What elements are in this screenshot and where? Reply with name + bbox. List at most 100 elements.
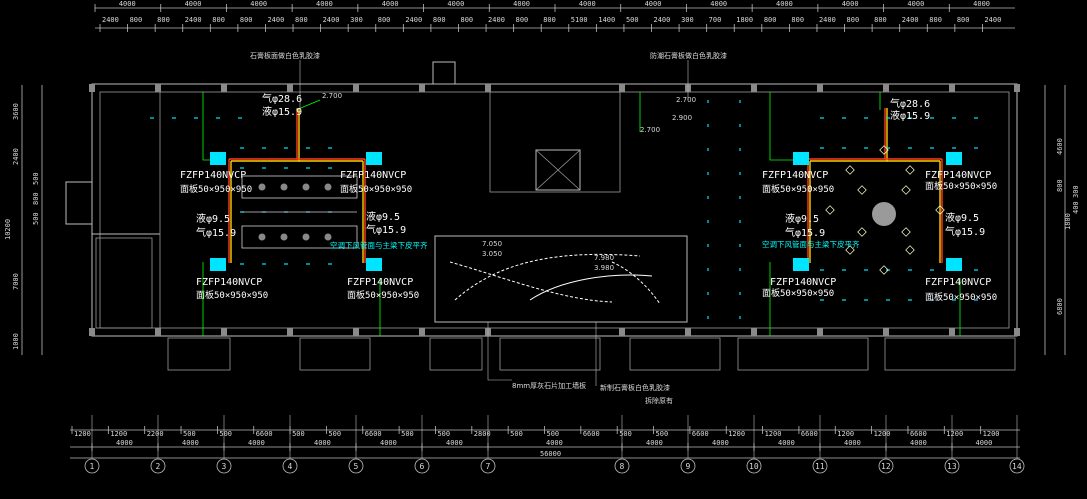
pipe-labels: 气φ28.6 液φ15.9 液φ9.5 气φ15.9 液φ9.5 气φ15.9 … (196, 92, 985, 239)
axis-bubble (84, 458, 100, 474)
top-dim: 800 (460, 16, 473, 24)
bottom-dim: 1200 (728, 430, 745, 438)
unit-panel: 面板50×950×950 (196, 289, 268, 301)
bottom-dim: 1200 (110, 430, 127, 438)
refrigerant-pipes-left (228, 108, 366, 263)
top-dim: 4000 (645, 0, 662, 8)
left-dim: 2400 (12, 148, 20, 165)
unit-model: FZFP140NVCP (347, 277, 413, 288)
total-dimension: 56000 (540, 450, 561, 458)
bottom-dim: 6600 (692, 430, 709, 438)
bottom-dim: 4000 (778, 439, 795, 447)
top-dim: 4000 (185, 0, 202, 8)
indoor-unit-icon (793, 258, 809, 271)
note-top-left: 石膏板面做白色乳胶漆 (250, 51, 320, 60)
top-dim: 1800 (736, 16, 753, 24)
axis-bubble (1009, 458, 1025, 474)
unit-panel: 面板50×950×950 (180, 183, 252, 195)
bottom-dim: 4000 (380, 439, 397, 447)
structural-columns (89, 84, 1020, 336)
unit-panel: 面板50×950×950 (340, 183, 412, 195)
bottom-dim: 1200 (946, 430, 963, 438)
indoor-unit-icon (210, 152, 226, 165)
bottom-dim: 500 (328, 430, 341, 438)
axis-label: 10 (749, 462, 759, 471)
bottom-dim: 500 (619, 430, 632, 438)
indoor-unit-icon (946, 258, 962, 271)
pipe-size: 气φ28.6 (262, 92, 302, 105)
top-dim: 2400 (654, 16, 671, 24)
top-dim: 4000 (907, 0, 924, 8)
axis-bubble (944, 458, 960, 474)
indoor-unit-icon (366, 152, 382, 165)
top-dim: 4000 (447, 0, 464, 8)
top-dim: 800 (295, 16, 308, 24)
top-dim: 800 (791, 16, 804, 24)
bottom-dim: 1200 (74, 430, 91, 438)
top-dim: 800 (764, 16, 777, 24)
note-bottom-mid: 新制石膏板白色乳胶漆 (600, 383, 670, 392)
left-dim: 7000 (12, 273, 20, 290)
indoor-unit-icon (793, 152, 809, 165)
top-dim: 4000 (842, 0, 859, 8)
axis-label: 13 (947, 462, 957, 471)
bottom-dim: 4000 (248, 439, 265, 447)
top-dim: 300 (681, 16, 694, 24)
top-dim: 2400 (902, 16, 919, 24)
pipe-size: 气φ15.9 (196, 226, 236, 239)
unit-panel: 面板50×950×950 (762, 183, 834, 195)
bottom-dim: 1200 (983, 430, 1000, 438)
pipe-size: 气φ15.9 (945, 225, 985, 238)
unit-model: FZFP140NVCP (196, 277, 262, 288)
top-dim: 2400 (819, 16, 836, 24)
bottom-dim: 500 (656, 430, 669, 438)
top-dim: 2400 (267, 16, 284, 24)
top-dim: 800 (433, 16, 446, 24)
bottom-dim: 4000 (712, 439, 729, 447)
bottom-dim: 4000 (182, 439, 199, 447)
unit-panel: 面板50×950×950 (762, 287, 834, 299)
right-dim: 4600 (1056, 138, 1064, 155)
left-dim: 3600 (12, 103, 20, 120)
top-dim: 800 (543, 16, 556, 24)
top-dim: 4000 (513, 0, 530, 8)
bottom-dim: 1200 (874, 430, 891, 438)
right-dim: 800 (1056, 179, 1064, 192)
level-mark: 2.900 (672, 114, 692, 122)
bottom-dim: 6600 (365, 430, 382, 438)
note-bottom-mid2: 拆除原有 (645, 396, 673, 405)
linear-slots (241, 175, 358, 249)
pipe-size: 液φ9.5 (196, 212, 230, 225)
bottom-dim: 500 (437, 430, 450, 438)
top-dim: 4000 (382, 0, 399, 8)
bottom-dim: 6600 (256, 430, 273, 438)
axis-label: 5 (354, 462, 359, 471)
axis-label: 1 (90, 462, 95, 471)
top-dim: 800 (516, 16, 529, 24)
left-dim: 800 (32, 192, 40, 205)
left-dim-total: 10200 (4, 219, 12, 240)
axis-bubble (812, 458, 828, 474)
note-bottom-left: 8mm厚灰石片加工墙板 (512, 381, 586, 390)
bottom-dim: 4000 (844, 439, 861, 447)
axis-label: 4 (288, 462, 293, 471)
top-dim: 4000 (316, 0, 333, 8)
top-dim: 4000 (579, 0, 596, 8)
indoor-unit-icon (210, 258, 226, 271)
level-mark: 7.980 (594, 254, 614, 262)
pipe-size: 气φ28.6 (890, 97, 930, 110)
top-dim: 800 (847, 16, 860, 24)
bottom-dim: 4000 (546, 439, 563, 447)
top-dim: 700 (709, 16, 722, 24)
bottom-dim: 6600 (910, 430, 927, 438)
axis-bubble (480, 458, 496, 474)
top-dim: 500 (626, 16, 639, 24)
bottom-dim: 2800 (474, 430, 491, 438)
bottom-dim: 4000 (446, 439, 463, 447)
top-dim: 800 (157, 16, 170, 24)
axis-label: 3 (222, 462, 227, 471)
axis-bubble (414, 458, 430, 474)
top-dim: 2400 (102, 16, 119, 24)
